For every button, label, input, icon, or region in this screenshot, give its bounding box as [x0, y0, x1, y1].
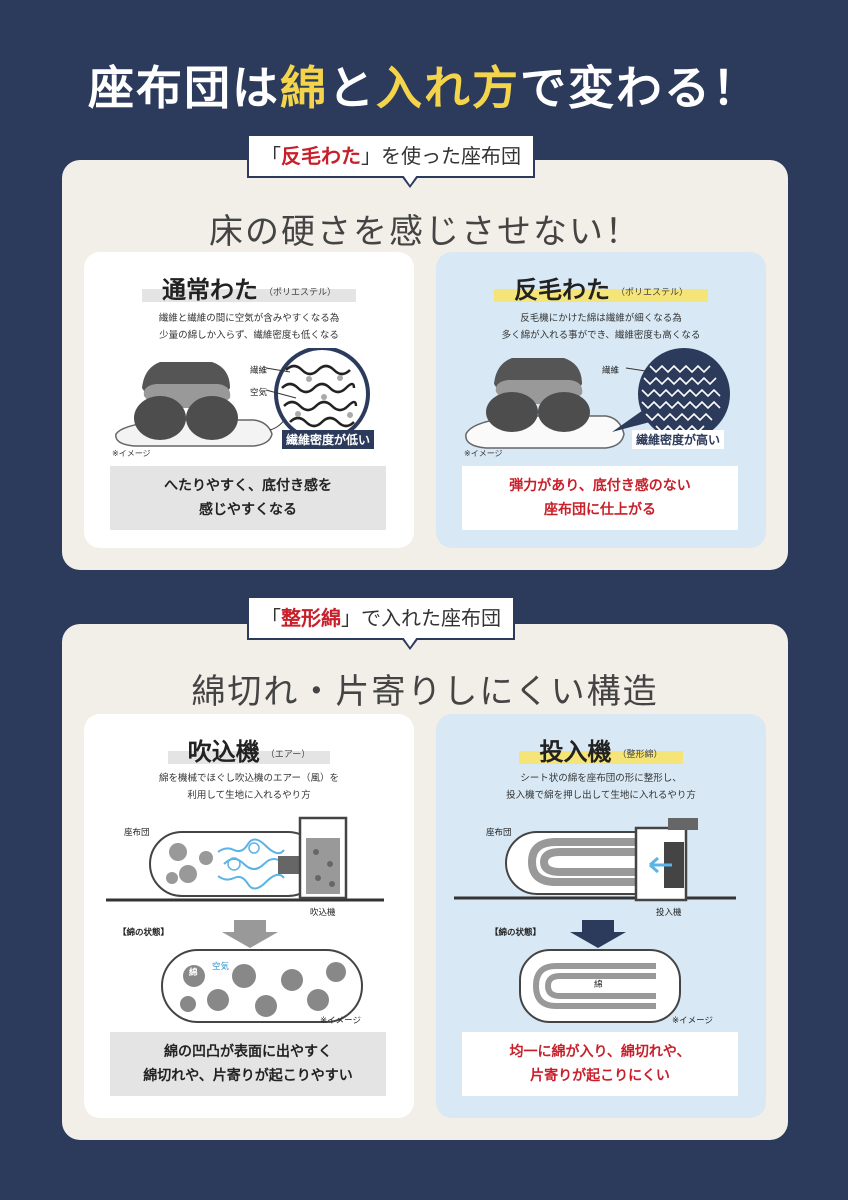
label-zabuton: 座布団 [486, 828, 512, 838]
card-description: シート状の綿を座布団の形に整形し、投入機で綿を押し出して生地に入れるやり方 [506, 773, 696, 801]
card-title: 吹込機（エアー） [84, 732, 414, 767]
card-title: 投入機（整形綿） [436, 732, 766, 767]
even-cotton-illustration [519, 949, 681, 1023]
down-arrow-icon [570, 920, 626, 948]
note: ※イメージ [672, 1016, 713, 1026]
card-recycled-cotton: 反毛わた（ポリエステル） 反毛機にかけた綿は繊維が細くなる為多く綿が入れる事がで… [436, 252, 766, 548]
result-box: へたりやすく、底付き感を感じやすくなる [110, 466, 386, 530]
section-fiber-heading: 床の硬さを感じさせない！ [209, 212, 641, 252]
density-high-label: 繊維密度が高い [632, 430, 725, 449]
cotton-state-label: 【綿の状態】 [490, 928, 542, 938]
page-title: 座布団は綿と入れ方で変わる！ [88, 61, 760, 115]
air-label: 空気 [212, 962, 230, 972]
title-highlight-cotton: 綿 [280, 61, 328, 115]
card-air-blower: 吹込機（エアー） 綿を機械でほぐし吹込機のエアー（風）を利用して生地に入れるやり… [84, 714, 414, 1118]
down-arrow-icon [222, 920, 278, 948]
note: ※イメージ [320, 1016, 361, 1026]
label-machine: 吹込機 [310, 908, 336, 918]
title-highlight-method: 入れ方 [376, 61, 520, 115]
sitting-person-illustration [115, 348, 370, 447]
label-fiber: 繊維 [602, 366, 620, 376]
section-filling-tag: 「整形綿」で入れた座布団 [247, 596, 515, 650]
card-title: 反毛わた（ポリエステル） [436, 270, 766, 305]
card-normal-cotton: 通常わた（ポリエステル） 繊維と繊維の間に空気が含みやすくなる為少量の綿しか入ら… [84, 252, 414, 548]
card-description: 綿を機械でほぐし吹込機のエアー（風）を利用して生地に入れるやり方 [159, 773, 339, 801]
section-fiber-tag: 「反毛わた」を使った座布団 [247, 134, 535, 188]
image-note: ※イメージ [112, 449, 151, 458]
label-zabuton: 座布団 [124, 828, 150, 838]
section-fiber-panel: 床の硬さを感じさせない！ 通常わた（ポリエステル） 繊維と繊維の間に空気が含みや… [62, 160, 788, 570]
card-description: 反毛機にかけた綿は繊維が細くなる為多く綿が入れる事ができ、繊維密度も高くなる [501, 313, 701, 341]
result-box: 均一に綿が入り、綿切れや、片寄りが起こりにくい [462, 1032, 738, 1096]
uneven-cotton-illustration [161, 949, 363, 1023]
card-title: 通常わた（ポリエステル） [84, 270, 414, 305]
section-filling-panel: 綿切れ・片寄りしにくい構造 吹込機（エアー） 綿を機械でほぐし吹込機のエアー（風… [62, 624, 788, 1140]
section-filling-heading: 綿切れ・片寄りしにくい構造 [191, 672, 659, 712]
result-box: 弾力があり、底付き感のない座布団に仕上がる [462, 466, 738, 530]
cotton-label: 綿 [189, 968, 198, 978]
label-fiber: 繊維 [250, 366, 268, 376]
image-note: ※イメージ [464, 449, 503, 458]
card-press-inserter: 投入機（整形綿） シート状の綿を座布団の形に整形し、投入機で綿を押し出して生地に… [436, 714, 766, 1118]
cotton-label: 綿 [594, 980, 603, 990]
air-blower-illustration [106, 816, 384, 902]
press-inserter-illustration [454, 818, 736, 902]
result-box: 綿の凹凸が表面に出やすく綿切れや、片寄りが起こりやすい [110, 1032, 386, 1096]
cotton-state-label: 【綿の状態】 [118, 928, 170, 938]
label-air: 空気 [250, 388, 268, 398]
card-description: 繊維と繊維の間に空気が含みやすくなる為少量の綿しか入らず、繊維密度も低くなる [158, 313, 340, 341]
density-low-label: 繊維密度が低い [282, 430, 375, 449]
label-machine: 投入機 [656, 908, 682, 918]
sitting-person-illustration [465, 348, 730, 449]
